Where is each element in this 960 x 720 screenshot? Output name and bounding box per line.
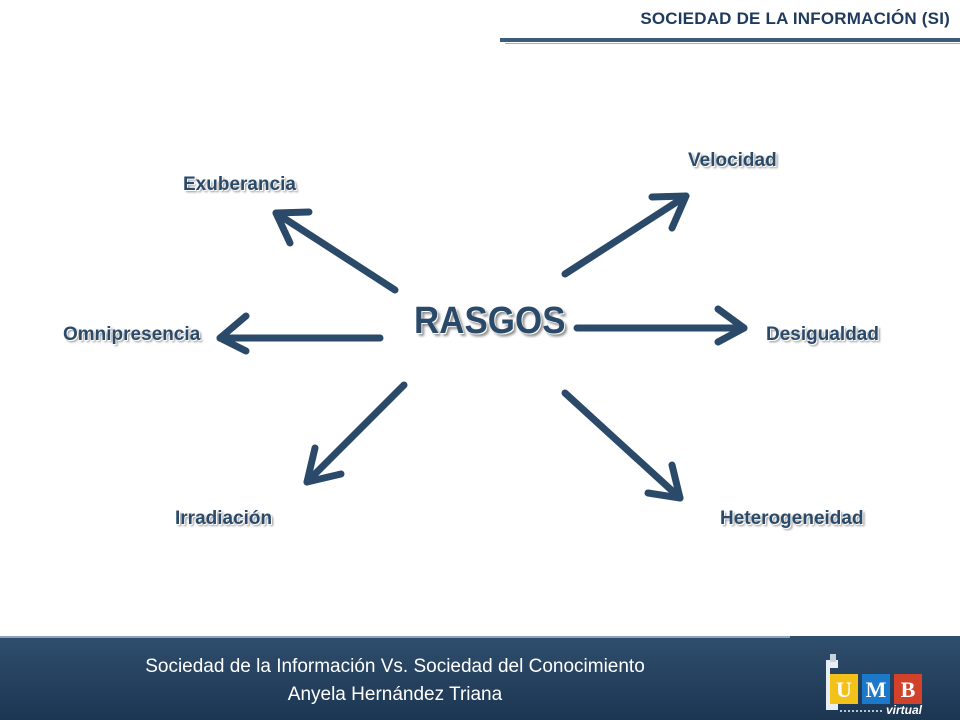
footer-author: Anyela Hernández Triana (287, 684, 503, 705)
header-rule (500, 38, 960, 42)
node-exuberancia: Exuberancia (183, 174, 296, 195)
logo-letter-m: M (866, 677, 887, 702)
node-omnipresencia: Omnipresencia (63, 324, 201, 345)
arrowhead-velocidad (648, 192, 690, 232)
umb-virtual-logo: U M B virtual (826, 654, 923, 716)
node-velocidad: Velocidad (688, 150, 777, 171)
footer-bar (0, 636, 960, 720)
footer-course-title: Sociedad de la Información Vs. Sociedad … (145, 656, 645, 677)
arrowhead-irradiacion (303, 444, 345, 486)
center-node-rasgos: RASGOS (414, 300, 566, 342)
arrow-heterogeneidad (561, 389, 684, 502)
header-rule-thin (505, 43, 960, 44)
footer-rule (0, 636, 790, 638)
arrowhead-exuberancia (272, 208, 313, 247)
node-desigualdad: Desigualdad (766, 324, 879, 345)
logo-subtitle: virtual (886, 703, 923, 716)
arrowhead-desigualdad (714, 305, 748, 346)
arrowhead-heterogeneidad (644, 461, 684, 502)
header-title: SOCIEDAD DE LA INFORMACIÓN (SI) (640, 9, 950, 28)
logo-letter-u: U (836, 677, 852, 702)
node-heterogeneidad: Heterogeneidad (720, 508, 864, 529)
logo-bracket-icon (826, 660, 838, 710)
arrow-velocidad (561, 192, 690, 278)
logo-letter-b: B (901, 677, 916, 702)
arrow-exuberancia (272, 209, 399, 294)
arrowhead-omnipresencia (216, 312, 250, 355)
node-irradiacion: Irradiación (175, 508, 273, 529)
arrow-irradiacion (303, 381, 408, 486)
